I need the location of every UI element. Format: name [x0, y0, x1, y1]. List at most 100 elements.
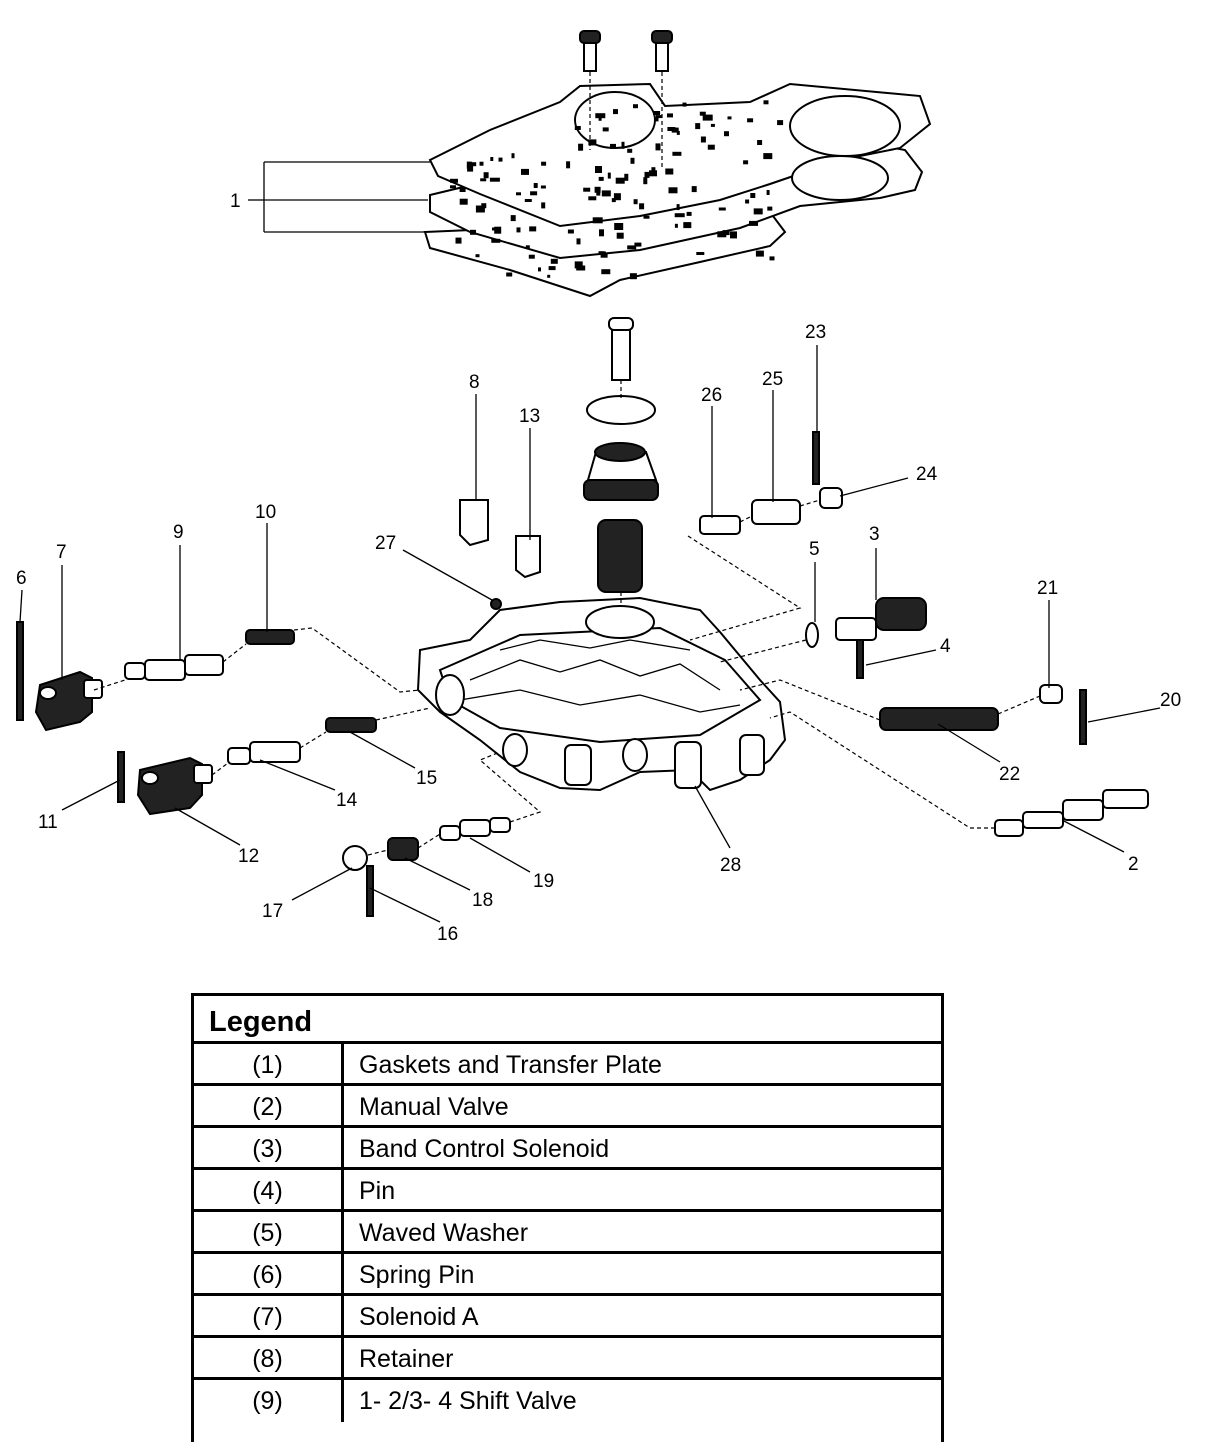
- gasket-hole: [627, 148, 633, 153]
- bolt: [651, 30, 673, 72]
- check-ball: [490, 598, 502, 610]
- gasket-hole: [475, 254, 480, 258]
- gasket-hole: [727, 116, 732, 120]
- gasket-hole: [459, 198, 468, 205]
- gasket-hole: [691, 186, 697, 193]
- legend-description: Spring Pin: [359, 1261, 475, 1289]
- gasket-hole: [769, 256, 775, 261]
- gasket-hole: [498, 157, 503, 162]
- gasket-hole: [602, 127, 609, 132]
- waved-washer: [805, 622, 819, 648]
- gasket-hole: [616, 232, 624, 239]
- gasket-hole: [450, 178, 458, 183]
- gasket-hole: [613, 109, 618, 115]
- gasket-hole: [676, 204, 680, 211]
- legend-row: (1)Gaskets and Transfer Plate: [194, 1044, 941, 1086]
- retainer: [515, 535, 541, 579]
- callout-21: 21: [1037, 578, 1058, 599]
- legend-number: (7): [194, 1296, 344, 1335]
- gasket-hole: [574, 126, 581, 130]
- gasket-hole: [475, 205, 485, 213]
- accumulator-piston: [583, 442, 659, 501]
- callout-23: 23: [805, 322, 826, 343]
- gasket-hole: [763, 100, 769, 105]
- callout-4: 4: [940, 636, 951, 657]
- legend-row: (3)Band Control Solenoid: [194, 1128, 941, 1170]
- gasket-hole: [702, 114, 713, 121]
- gasket-hole: [668, 187, 678, 194]
- legend-number: (6): [194, 1254, 344, 1293]
- legend-number: (4): [194, 1170, 344, 1209]
- gasket-hole: [599, 229, 604, 237]
- gasket-hole: [598, 251, 605, 255]
- legend-row: (2)Manual Valve: [194, 1086, 941, 1128]
- solenoid-a: [34, 670, 103, 732]
- gasket-hole: [633, 199, 638, 205]
- callout-18: 18: [472, 890, 493, 911]
- legend-number: (9): [194, 1380, 344, 1422]
- gasket-hole: [567, 229, 574, 234]
- gasket-hole: [682, 102, 687, 107]
- gasket-hole: [674, 213, 685, 218]
- callout-25: 25: [762, 369, 783, 390]
- gasket-hole: [510, 215, 516, 222]
- gasket-hole: [624, 173, 629, 181]
- callout-9: 9: [173, 522, 184, 543]
- valve: [227, 741, 301, 765]
- callout-19: 19: [533, 871, 554, 892]
- gasket-hole: [455, 237, 462, 244]
- pin: [856, 639, 864, 679]
- gasket-hole: [601, 269, 611, 275]
- plug: [1039, 684, 1063, 704]
- spring: [387, 837, 419, 861]
- gasket-hole: [607, 172, 611, 179]
- gasket-hole: [613, 193, 621, 201]
- callout-26: 26: [701, 385, 722, 406]
- gasket-hole: [718, 207, 726, 211]
- gasket-hole: [683, 222, 692, 229]
- legend-number: (8): [194, 1338, 344, 1377]
- legend-description: Retainer: [359, 1345, 454, 1373]
- gasket-hole: [588, 139, 597, 146]
- gasket-hole: [654, 117, 659, 122]
- gasket-hole: [655, 115, 662, 119]
- gasket-hole: [755, 250, 764, 257]
- legend-table: Legend (1)Gaskets and Transfer Plate (2)…: [191, 993, 944, 1442]
- accumulator-spring: [597, 519, 643, 593]
- gasket-hole: [470, 229, 476, 235]
- gasket-hole: [528, 254, 535, 259]
- gasket-hole: [466, 161, 472, 169]
- gasket-hole: [548, 266, 556, 271]
- gasket-hole: [651, 167, 656, 172]
- callout-6: 6: [16, 568, 27, 589]
- pin: [366, 865, 374, 917]
- legend-number: (5): [194, 1212, 344, 1251]
- gasket-hole: [490, 157, 494, 161]
- gasket-hole: [494, 226, 502, 234]
- callout-labels: 1 2 3 4 5 6 7 8 9 10 11 12 13 14 15 16 1…: [16, 191, 1181, 945]
- gasket-hole: [710, 123, 715, 127]
- gasket-hole: [610, 143, 616, 149]
- gasket-hole: [576, 238, 581, 245]
- callout-20: 20: [1160, 690, 1181, 711]
- legend-row: (5)Waved Washer: [194, 1212, 941, 1254]
- legend-row: (7)Solenoid A: [194, 1296, 941, 1338]
- gasket-hole: [634, 242, 642, 247]
- gasket-hole: [516, 192, 521, 196]
- gasket-hole: [743, 160, 749, 165]
- gasket-hole: [695, 123, 701, 130]
- gasket-hole: [639, 203, 645, 210]
- gasket-hole: [699, 111, 706, 116]
- band-control-solenoid: [835, 597, 927, 641]
- valve: [439, 817, 511, 841]
- callout-22: 22: [999, 764, 1020, 785]
- gasket-hole: [595, 166, 602, 173]
- gasket-hole: [489, 177, 500, 182]
- gasket-hole: [459, 187, 466, 192]
- gasket-hole: [621, 141, 625, 149]
- gasket-hole: [506, 272, 513, 277]
- gasket-hole: [627, 245, 637, 250]
- gasket-hole: [757, 140, 763, 145]
- callout-16: 16: [437, 924, 458, 945]
- gasket-hole: [541, 161, 547, 166]
